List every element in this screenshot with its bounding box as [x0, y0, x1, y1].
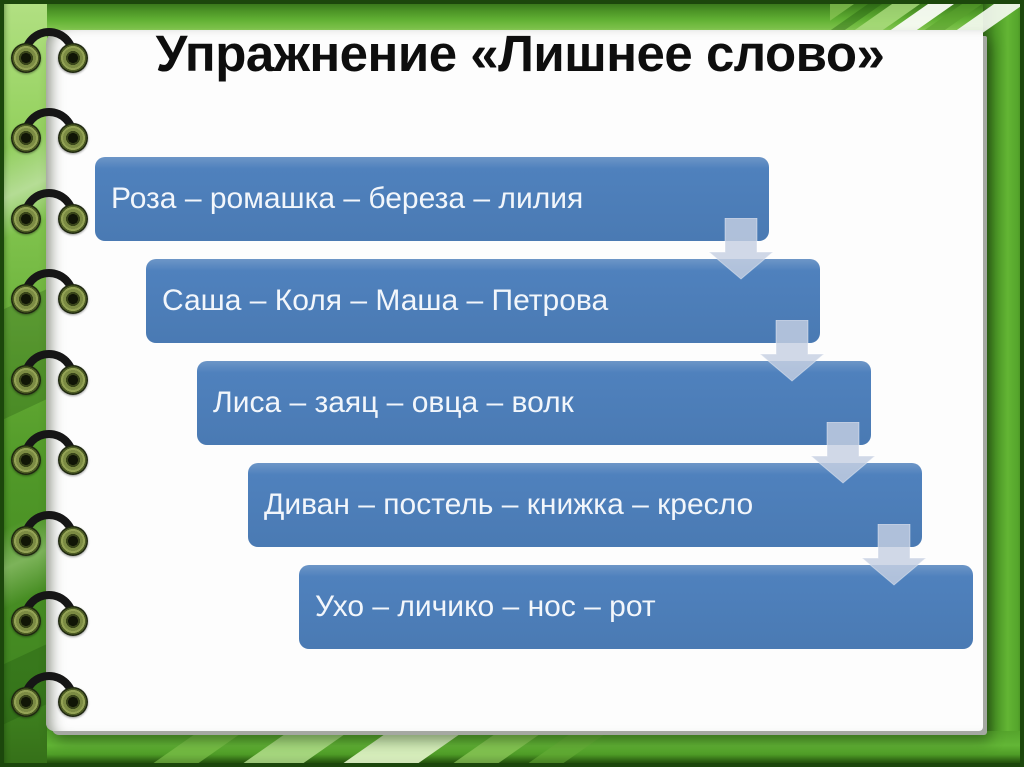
grommet-icon	[58, 123, 88, 153]
process-step: Саша – Коля – Маша – Петрова	[146, 259, 820, 343]
binder-ring-icon	[11, 417, 89, 475]
step-label: Ухо – личико – нос – рот	[315, 590, 656, 623]
grommet-icon	[11, 43, 41, 73]
grommet-icon	[58, 204, 88, 234]
down-arrow-icon	[707, 217, 775, 280]
binder-ring-icon	[11, 337, 89, 395]
down-arrow-icon	[758, 319, 826, 382]
grommet-icon	[58, 687, 88, 717]
binder-ring-icon	[11, 95, 89, 153]
step-label: Саша – Коля – Маша – Петрова	[162, 284, 609, 317]
grommet-icon	[11, 445, 41, 475]
slide-title: Упражнение «Лишнее слово»	[155, 25, 885, 82]
bottom-border-stripes	[110, 731, 650, 767]
grommet-icon	[58, 526, 88, 556]
process-step: Диван – постель – книжка – кресло	[248, 463, 922, 547]
frame-right-border	[983, 0, 1024, 767]
process-step: Роза – ромашка – береза – лилия	[95, 157, 769, 241]
grommet-icon	[11, 606, 41, 636]
process-step: Ухо – личико – нос – рот	[299, 565, 973, 649]
process-step: Лиса – заяц – овца – волк	[197, 361, 871, 445]
step-label: Лиса – заяц – овца – волк	[213, 386, 574, 419]
grommet-icon	[58, 365, 88, 395]
diagonal-stripe	[139, 731, 250, 767]
grommet-icon	[11, 284, 41, 314]
down-arrow-icon	[809, 421, 877, 484]
binder-ring-icon	[11, 176, 89, 234]
grommet-icon	[58, 606, 88, 636]
grommet-icon	[58, 43, 88, 73]
grommet-icon	[11, 204, 41, 234]
binder-ring-icon	[11, 659, 89, 717]
frame-top-border	[0, 0, 1024, 31]
grommet-icon	[58, 445, 88, 475]
grommet-icon	[11, 526, 41, 556]
binder-ring-icon	[11, 15, 89, 73]
grommet-icon	[11, 123, 41, 153]
grommet-icon	[11, 687, 41, 717]
down-arrow-icon	[860, 523, 928, 586]
diagonal-stripe	[229, 731, 355, 767]
grommet-icon	[11, 365, 41, 395]
step-label: Диван – постель – книжка – кресло	[264, 488, 754, 521]
grommet-icon	[58, 284, 88, 314]
diagonal-stripe	[329, 731, 470, 767]
binder-ring-icon	[11, 256, 89, 314]
binder-ring-icon	[11, 498, 89, 556]
step-label: Роза – ромашка – береза – лилия	[111, 182, 584, 215]
binder-ring-icon	[11, 578, 89, 636]
